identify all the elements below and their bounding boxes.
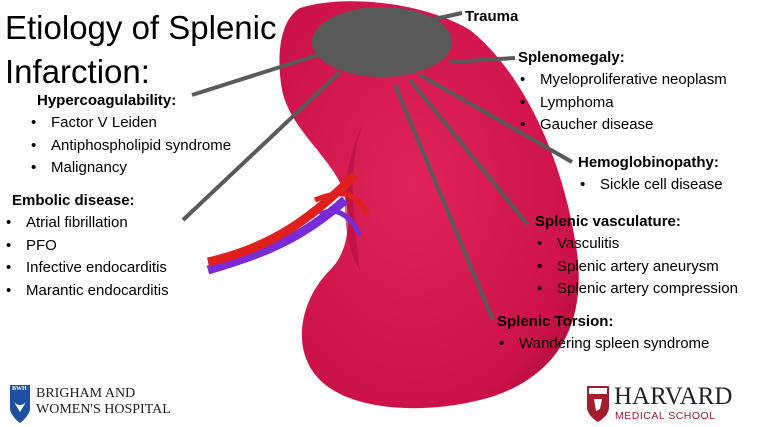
list-item: Lymphoma — [518, 92, 727, 115]
group-hemoglobinopathy: Hemoglobinopathy: Sickle cell disease — [578, 152, 723, 197]
list-item: Wandering spleen syndrome — [497, 333, 709, 356]
heading: Splenic vasculature: — [535, 213, 681, 230]
list-item: Splenic artery aneurysm — [535, 256, 738, 279]
heading: Splenomegaly: — [518, 49, 625, 66]
list-item: Factor V Leiden — [29, 112, 231, 135]
heading: Splenic Torsion: — [497, 313, 614, 330]
harvard-shield-icon — [587, 386, 609, 422]
heading: Embolic disease: — [12, 192, 135, 209]
bwh-shield-icon — [10, 385, 30, 423]
harvard-line1: HARVARD — [614, 383, 733, 410]
group-hypercoagulability: Hypercoagulability: Factor V Leiden Anti… — [31, 90, 231, 180]
harvard-line2: MEDICAL SCHOOL — [615, 410, 716, 422]
central-hub — [312, 7, 452, 77]
connector-lines — [181, 11, 573, 321]
spleen-hilum-fold — [344, 120, 365, 270]
list-item: Vasculitis — [535, 233, 738, 256]
bwh-line1: BRIGHAM AND — [36, 386, 136, 401]
spleen-body — [279, 1, 579, 409]
list-item: Gaucher disease — [518, 114, 727, 137]
heading: Trauma — [465, 8, 519, 25]
heading: Hypercoagulability: — [37, 92, 177, 109]
heading: Hemoglobinopathy: — [578, 154, 719, 171]
list-item: Marantic endocarditis — [4, 280, 169, 303]
title-line1: Etiology of Splenic — [5, 9, 277, 46]
list-item: Antiphospholipid syndrome — [29, 135, 231, 158]
list-item: Malignancy — [29, 157, 231, 180]
group-splenic-vasculature: Splenic vasculature: Vasculitis Splenic … — [535, 211, 738, 301]
title-line2: Infarction: — [5, 53, 150, 90]
group-splenic-torsion: Splenic Torsion: Wandering spleen syndro… — [497, 311, 709, 356]
group-trauma: Trauma — [465, 6, 518, 28]
bwh-line2: WOMEN'S HOSPITAL — [36, 402, 171, 417]
group-embolic: Embolic disease: Atrial fibrillation PFO… — [6, 190, 169, 302]
list-item: Splenic artery compression — [535, 278, 738, 301]
hilar-vessels — [206, 171, 371, 275]
list-item: Myeloproliferative neoplasm — [518, 69, 727, 92]
list-item: Infective endocarditis — [4, 257, 169, 280]
slide-title: Etiology of Splenic Infarction: — [5, 6, 277, 94]
list-item: PFO — [4, 235, 169, 258]
bwh-shield-text: BWH — [12, 386, 27, 392]
list-item: Atrial fibrillation — [4, 212, 169, 235]
group-splenomegaly: Splenomegaly: Myeloproliferative neoplas… — [518, 47, 727, 137]
list-item: Sickle cell disease — [578, 174, 723, 197]
